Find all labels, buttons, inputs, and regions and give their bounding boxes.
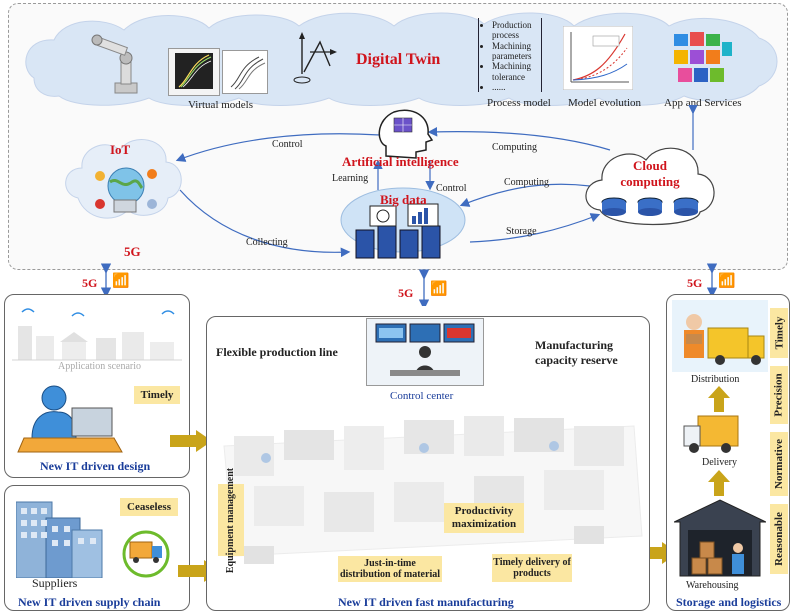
process-item: Machining tolerance: [492, 61, 538, 82]
process-item: Production process: [492, 20, 538, 41]
distribution-caption: Distribution: [691, 374, 740, 385]
fiveg-left-label: 5G: [82, 276, 98, 290]
process-item: Machining parameters: [492, 41, 538, 62]
logistics-tag-normative: Normative: [770, 432, 788, 496]
virtual-model-image-2: [222, 50, 268, 94]
edge-control-left: Control: [272, 139, 303, 150]
wifi-mid-icon: 📶: [430, 282, 448, 297]
jit-distribution-tag: Just-in-time distribution of material: [338, 556, 442, 582]
app-services-icon-grid: [672, 30, 732, 90]
equipment-management-tag: Equipment management: [218, 467, 244, 573]
design-timely-tag: Timely: [134, 386, 180, 404]
manufacturing-title: New IT driven fast manufacturing: [338, 595, 514, 609]
model-evolution-chart-icon: [563, 26, 633, 90]
process-item: ......: [492, 82, 538, 92]
delivery-truck-cycle-icon: [122, 530, 170, 578]
suppliers-caption: Suppliers: [32, 576, 78, 590]
capacity-reserve-label: Manufacturing capacity reserve: [535, 338, 618, 367]
logistics-tag-timely: Timely: [770, 308, 788, 358]
wifi-right-icon: 📶: [718, 274, 736, 289]
app-services-caption: App and Services: [664, 97, 742, 109]
robot-arm-icon: [91, 34, 138, 94]
kinematics-sketch-icon: [293, 32, 337, 84]
logistics-tag-reasonable: Reasonable: [770, 504, 788, 574]
edge-control-mid: Control: [436, 183, 467, 194]
supplier-buildings-icon: [16, 501, 103, 578]
delivery-caption: Delivery: [702, 457, 737, 468]
application-scenario-caption: Application scenario: [58, 361, 142, 372]
cloud-computing-shape: [585, 147, 715, 226]
supply-ceaseless-tag: Ceaseless: [120, 498, 178, 516]
digital-twin-title: Digital Twin: [356, 51, 441, 68]
distribution-truck-icon: [672, 300, 768, 372]
logistics-tag-precision: Precision: [770, 366, 788, 424]
fiveg-links: [100, 263, 718, 306]
edge-learning: Learning: [332, 173, 369, 184]
city-scene-icon: [12, 308, 182, 361]
process-model-list: Production process Machining parameters …: [478, 18, 542, 92]
virtual-models-caption: Virtual models: [188, 99, 254, 111]
core-connections: [175, 104, 698, 258]
brain-head-icon: [378, 109, 434, 159]
delivery-truck-icon: [683, 415, 739, 453]
supply-chain-title: New IT driven supply chain: [18, 595, 161, 609]
design-title: New IT driven design: [40, 459, 151, 473]
fiveg-right-label: 5G: [687, 276, 703, 290]
edge-storage: Storage: [506, 226, 537, 237]
flexible-line-label: Flexible production line: [216, 345, 338, 359]
logistics-up-arrow-1: [708, 386, 730, 412]
fiveg-mid-label: 5G: [398, 286, 414, 300]
warehousing-caption: Warehousing: [686, 580, 739, 591]
control-center-label: Control center: [390, 390, 454, 402]
productivity-tag: Productivity maximization: [444, 503, 524, 533]
ai-label: Artificial intelligence: [342, 154, 459, 169]
warehouse-icon: [674, 499, 766, 577]
production-line-scene: [223, 416, 643, 564]
iot-label: IoT: [110, 142, 131, 157]
control-center-operator-icon: [375, 323, 475, 376]
wifi-left-icon: 📶: [112, 274, 130, 289]
cloud-computing-label: Cloud computing: [620, 158, 680, 189]
model-evolution-caption: Model evolution: [568, 97, 642, 109]
big-data-label: Big data: [380, 192, 427, 207]
edge-computing-mid: Computing: [504, 177, 550, 188]
edge-computing-top: Computing: [492, 142, 538, 153]
designer-at-desk-icon: [17, 385, 123, 453]
logistics-up-arrow-2: [708, 470, 730, 496]
logistics-title: Storage and logistics: [676, 595, 782, 609]
globe-network-icon: [95, 167, 157, 213]
timely-delivery-tag: Timely delivery of products: [492, 554, 572, 582]
design-to-manufacturing-arrow: [170, 430, 212, 452]
big-data-ellipse: [340, 187, 466, 259]
virtual-model-image-1: [168, 48, 220, 96]
fiveg-core-label: 5G: [124, 244, 141, 259]
edge-collecting: Collecting: [246, 237, 288, 248]
process-model-caption: Process model: [487, 97, 551, 109]
